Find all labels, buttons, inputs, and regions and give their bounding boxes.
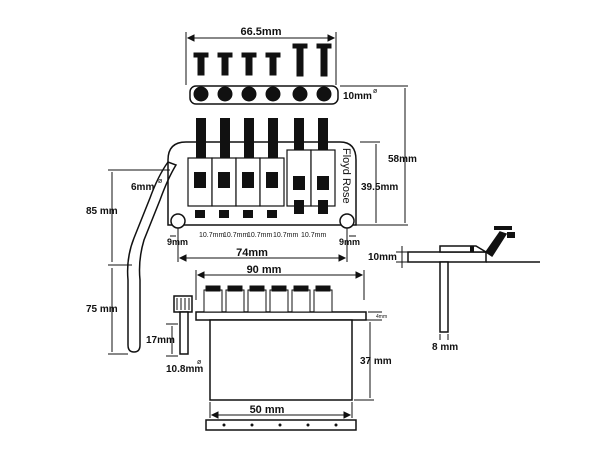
base-plate <box>195 311 367 321</box>
knob-height-dimension <box>166 323 178 357</box>
knob-height-label: 17mm <box>146 335 175 346</box>
post-diameter-symbol: ø <box>373 88 378 95</box>
tremolo-arm <box>126 161 178 353</box>
block-height-label: 37 mm <box>360 356 392 367</box>
string-spacing-4: 10.7mm <box>273 232 298 239</box>
arm-collar <box>173 295 193 355</box>
fine-tuner-3 <box>241 52 257 102</box>
string-spacing-3: 10.7mm <box>247 232 272 239</box>
base-width-dimension <box>195 270 365 300</box>
spacing-dimensions <box>170 228 356 262</box>
fine-tuner-4 <box>265 52 281 102</box>
arm-length-dimension <box>108 268 128 355</box>
string-spacing-2: 10.7mm <box>223 232 248 239</box>
overall-height-label: 58mm <box>388 154 417 165</box>
saddle-screws <box>196 118 328 158</box>
knob-diameter-symbol: ø <box>197 359 202 366</box>
post-diameter-label: 10mm <box>343 91 372 102</box>
side-view <box>407 231 540 333</box>
top-width-label: 66.5mm <box>241 26 282 38</box>
fine-tuner-row <box>189 43 339 105</box>
arm-diameter-symbol: ø <box>158 178 163 185</box>
left-offset-label: 9mm <box>167 237 188 247</box>
block-width-dimension <box>209 402 353 419</box>
spring-claw-holes <box>222 423 338 427</box>
fine-tuner-6 <box>316 43 332 102</box>
fine-tuner-1 <box>193 52 209 102</box>
side-post-dimension <box>439 334 449 340</box>
body-height-label: 39.5mm <box>361 182 398 193</box>
side-height-dimension <box>396 246 408 268</box>
saddle-blocks <box>194 172 329 218</box>
arm-height-dimension <box>108 169 170 266</box>
front-saddles <box>203 285 333 313</box>
saddles <box>187 149 336 207</box>
plate-thickness-label: 4mm <box>376 314 387 320</box>
right-height-dimensions <box>340 85 408 226</box>
side-height-label: 10mm <box>368 252 397 263</box>
string-spacing-1: 10.7mm <box>199 232 224 239</box>
block-width-label: 50 mm <box>250 404 285 416</box>
block-height-dimension <box>354 319 374 401</box>
arm-height-label: 85 mm <box>86 206 118 217</box>
fine-tuner-5 <box>292 43 308 102</box>
post-spacing-label: 74mm <box>236 247 268 259</box>
knob-diameter-label: 10.8mm <box>166 364 203 375</box>
side-post-label: 8 mm <box>432 342 458 353</box>
top-width-dimension <box>185 32 337 85</box>
fine-tuner-2 <box>217 52 233 102</box>
side-view-parts <box>470 226 515 252</box>
right-offset-label: 9mm <box>339 237 360 247</box>
arm-collar-knurl <box>176 298 190 310</box>
base-width-label: 90 mm <box>247 264 282 276</box>
arm-length-label: 75 mm <box>86 304 118 315</box>
arm-diameter-label: 6mm <box>131 182 154 193</box>
brand-text: Floyd Rose <box>340 148 352 204</box>
sustain-block <box>209 319 353 401</box>
string-spacing-5: 10.7mm <box>301 232 326 239</box>
